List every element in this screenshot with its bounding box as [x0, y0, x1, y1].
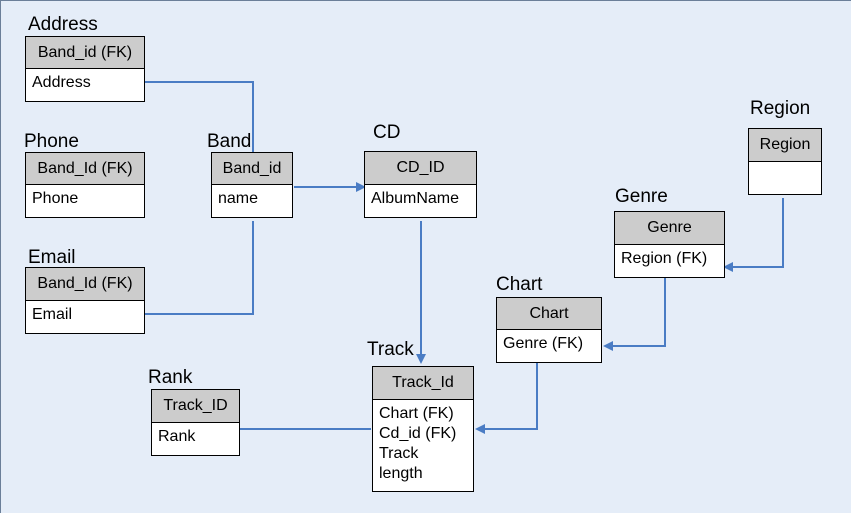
- rank-entity-title: Rank: [148, 367, 193, 388]
- rank-key: Track_ID: [152, 390, 239, 423]
- band-fields: name: [212, 185, 292, 213]
- track-key: Track_Id: [373, 367, 473, 400]
- cd-fields: AlbumName: [365, 185, 476, 213]
- track-field-length: length: [379, 465, 423, 482]
- chart-fields: Genre (FK): [497, 330, 601, 358]
- connector-chart-track: [475, 361, 538, 434]
- phone-entity[interactable]: Band_Id (FK) Phone: [25, 152, 145, 218]
- genre-entity[interactable]: Genre Region (FK): [614, 211, 725, 278]
- cd-entity-title: CD: [373, 122, 401, 143]
- phone-key: Band_Id (FK): [26, 153, 144, 185]
- genre-key: Genre: [615, 212, 724, 245]
- phone-entity-title: Phone: [24, 131, 79, 152]
- chart-entity[interactable]: Chart Genre (FK): [496, 297, 602, 363]
- address-field: Address: [32, 74, 91, 91]
- cd-field: AlbumName: [371, 190, 460, 207]
- band-key: Band_id: [212, 153, 292, 185]
- connector-address-band: [144, 81, 254, 152]
- phone-field: Phone: [32, 190, 79, 207]
- track-entity-title: Track: [367, 339, 414, 360]
- connector-email-band: [144, 221, 254, 315]
- address-key: Band_id (FK): [26, 37, 144, 69]
- email-key: Band_Id (FK): [26, 268, 144, 301]
- email-entity[interactable]: Band_Id (FK) Email: [25, 267, 145, 334]
- cd-entity[interactable]: CD_ID AlbumName: [364, 151, 477, 218]
- email-fields: Email: [26, 301, 144, 329]
- phone-fields: Phone: [26, 185, 144, 213]
- region-key: Region: [749, 129, 821, 162]
- track-fields: Chart (FK) Cd_id (FK) Track length: [373, 400, 473, 488]
- cd-key: CD_ID: [365, 152, 476, 185]
- email-field: Email: [32, 306, 73, 323]
- chart-key: Chart: [497, 298, 601, 330]
- genre-entity-title: Genre: [615, 186, 668, 207]
- region-entity-title: Region: [750, 98, 811, 119]
- track-field-chart: Chart (FK): [379, 405, 454, 422]
- email-entity-title: Email: [28, 247, 76, 268]
- track-field-track: Track: [379, 445, 419, 462]
- connector-region-genre: [723, 198, 784, 272]
- rank-field: Rank: [158, 428, 196, 445]
- genre-field: Region (FK): [621, 250, 708, 267]
- rank-entity[interactable]: Track_ID Rank: [151, 389, 240, 456]
- chart-field: Genre (FK): [503, 335, 584, 352]
- band-field: name: [218, 190, 259, 207]
- address-fields: Address: [26, 69, 144, 97]
- track-entity[interactable]: Track_Id Chart (FK) Cd_id (FK) Track len…: [372, 366, 474, 492]
- address-entity-title: Address: [28, 14, 98, 35]
- connector-genre-chart: [603, 278, 666, 351]
- chart-entity-title: Chart: [496, 274, 543, 295]
- rank-fields: Rank: [152, 423, 239, 451]
- genre-fields: Region (FK): [615, 245, 724, 273]
- region-entity[interactable]: Region: [748, 128, 822, 195]
- region-fields: [749, 162, 821, 170]
- track-field-cd-id: Cd_id (FK): [379, 425, 457, 442]
- band-entity[interactable]: Band_id name: [211, 152, 293, 218]
- address-entity[interactable]: Band_id (FK) Address: [25, 36, 145, 102]
- band-entity-title: Band: [207, 131, 252, 152]
